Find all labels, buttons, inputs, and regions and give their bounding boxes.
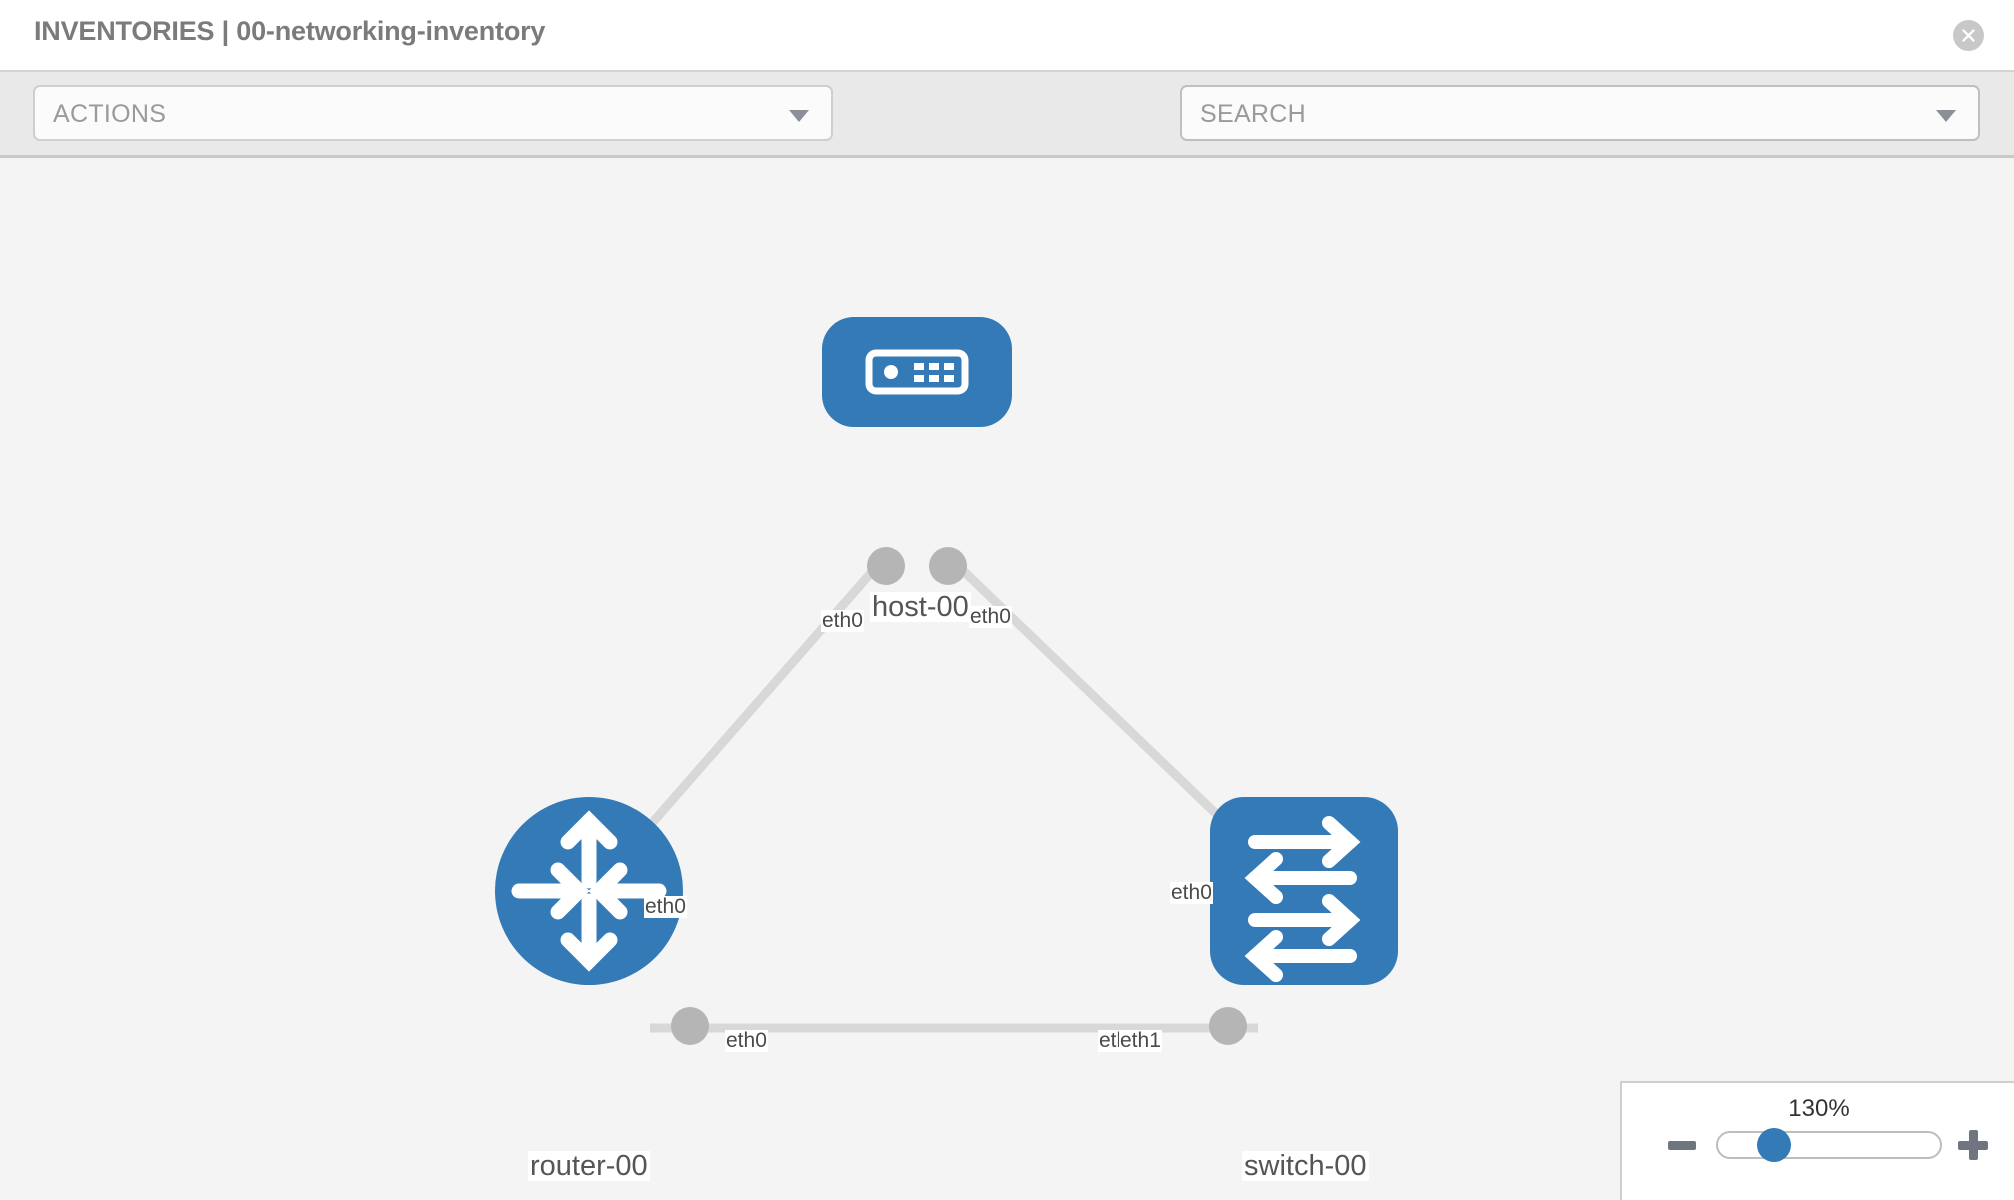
link-host00-router00 xyxy=(621,555,888,857)
actions-dropdown-label: ACTIONS xyxy=(53,100,167,128)
chevron-down-icon xyxy=(789,110,809,122)
page-header: INVENTORIES | 00-networking-inventory xyxy=(0,0,2014,70)
node-host-00 xyxy=(822,317,1012,427)
iface-label-router00-uplink: eth0 xyxy=(644,895,687,919)
chevron-down-icon xyxy=(1936,110,1956,122)
switch-icon xyxy=(1244,816,1361,982)
zoom-control-panel: 130% xyxy=(1620,1081,2014,1200)
zoom-level-value: 130% xyxy=(1788,1095,1850,1122)
node-router-00 xyxy=(495,797,683,985)
topology-svg xyxy=(495,317,1398,1045)
endpoint-host00-left xyxy=(867,547,905,585)
iface-label-switch00-uplink: eth0 xyxy=(1170,881,1213,905)
node-label-switch-00: switch-00 xyxy=(1242,1150,1369,1182)
node-switch-00 xyxy=(1210,797,1398,985)
iface-label-switch00-eth1: eth1 xyxy=(1119,1029,1162,1053)
zoom-in-button[interactable] xyxy=(1958,1130,1988,1160)
endpoint-switch00-left xyxy=(1209,1007,1247,1045)
router-icon xyxy=(511,810,667,972)
iface-label-router00-eth0: eth0 xyxy=(725,1029,768,1053)
search-input[interactable]: SEARCH xyxy=(1180,85,1980,141)
zoom-out-button[interactable] xyxy=(1668,1141,1696,1150)
iface-label-host00-right: eth0 xyxy=(969,605,1012,629)
page-title: INVENTORIES | 00-networking-inventory xyxy=(34,16,546,46)
iface-label-host00-left: eth0 xyxy=(821,609,864,633)
endpoint-router00-right xyxy=(671,1007,709,1045)
zoom-slider-handle[interactable] xyxy=(1757,1128,1791,1162)
node-label-router-00: router-00 xyxy=(528,1150,650,1182)
node-label-host-00: host-00 xyxy=(870,591,971,623)
toolbar: ACTIONS SEARCH xyxy=(0,70,2014,197)
close-icon[interactable] xyxy=(1953,20,1984,51)
endpoint-host00-right xyxy=(929,547,967,585)
search-placeholder: SEARCH xyxy=(1200,100,1306,128)
zoom-slider-track[interactable] xyxy=(1716,1131,1942,1159)
server-icon xyxy=(865,349,969,395)
actions-dropdown[interactable]: ACTIONS xyxy=(33,85,833,141)
topology-canvas[interactable]: host-00 router-00 switch-00 eth0 eth0 et… xyxy=(0,158,2014,1200)
topology-links xyxy=(621,554,1266,1033)
